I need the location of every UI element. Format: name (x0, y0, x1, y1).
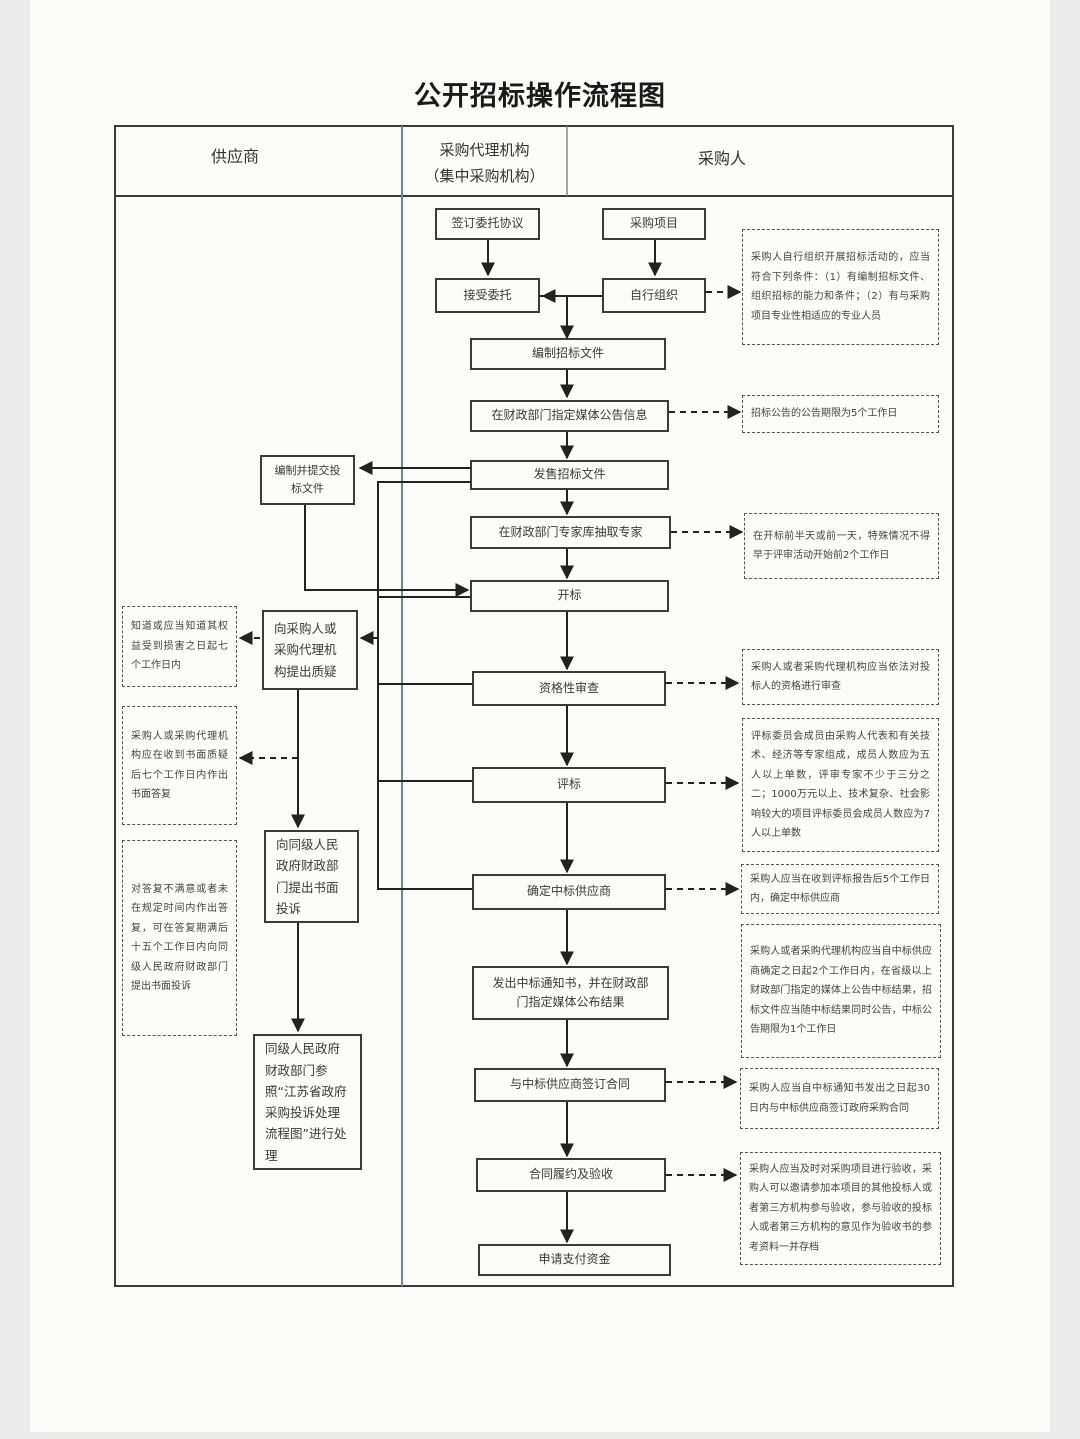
conn-prepare-to-open (304, 505, 470, 597)
step-sign-agreement: 签订委托协议 (435, 208, 540, 240)
note-confirm: 采购人应当在收到评标报告后5个工作日内，确定中标供应商 (741, 864, 939, 914)
step-evaluate: 评标 (472, 767, 666, 803)
step-handling: 同级人民政府财政部门参照“江苏省政府采购投诉处理流程图”进行处理 (253, 1034, 362, 1170)
note-announce: 采购人或者采购代理机构应当自中标供应商确定之日起2个工作日内，在省级以上财政部门… (741, 924, 941, 1058)
lane-header-purchaser: 采购人 (697, 149, 746, 168)
step-prepare-bid: 编制并提交投标文件 (260, 455, 355, 505)
step-draw-experts: 在财政部门专家库抽取专家 (470, 516, 671, 549)
outer-frame (114, 125, 954, 1287)
step-sign-contract: 与中标供应商签订合同 (474, 1068, 666, 1102)
note-contract: 采购人应当自中标通知书发出之日起30日内与中标供应商签订政府采购合同 (740, 1068, 939, 1129)
note-reply-deadline: 采购人或采购代理机构应在收到书面质疑后七个工作日内作出书面答复 (122, 706, 237, 825)
step-procurement-project: 采购项目 (602, 208, 706, 240)
note-expert-draw: 在开标前半天或前一天，特殊情况不得早于评审活动开始前2个工作日 (744, 513, 939, 579)
step-confirm-winner: 确定中标供应商 (472, 874, 666, 910)
diagram-title: 公开招标操作流程图 (414, 81, 666, 112)
step-perform-accept: 合同履约及验收 (476, 1158, 666, 1192)
note-query-deadline: 知道或应当知道其权益受到损害之日起七个工作日内 (122, 606, 237, 687)
step-apply-payment: 申请支付资金 (478, 1244, 671, 1276)
conn-bus-sell (377, 481, 472, 890)
step-sell-docs: 发售招标文件 (470, 460, 669, 490)
step-self-organize: 自行组织 (602, 278, 706, 313)
note-complaint-deadline: 对答复不满意或者未在规定时间内作出答复，可在答复期满后十五个工作日内向同级人民政… (122, 840, 237, 1036)
step-publish-notice: 在财政部门指定媒体公告信息 (470, 400, 669, 432)
step-accept-entrust: 接受委托 (435, 278, 540, 313)
lane-header-supplier: 供应商 (210, 147, 259, 166)
step-query: 向采购人或采购代理机构提出质疑 (262, 610, 358, 690)
step-open-bids: 开标 (470, 580, 669, 612)
note-acceptance: 采购人应当及时对采购项目进行验收，采购人可以邀请参加本项目的其他投标人或者第三方… (740, 1152, 941, 1265)
note-notice-period: 招标公告的公告期限为5个工作日 (742, 395, 939, 433)
note-qualification: 采购人或者采购代理机构应当依法对投标人的资格进行审查 (742, 649, 939, 705)
conn-accept-to-compile (540, 295, 574, 340)
step-qualification-review: 资格性审查 (472, 671, 666, 706)
note-self-organize: 采购人自行组织开展招标活动的，应当符合下列条件：（1）有编制招标文件、组织招标的… (742, 229, 939, 345)
step-issue-notice: 发出中标通知书，并在财政部门指定媒体公布结果 (472, 966, 669, 1020)
step-complaint: 向同级人民政府财政部门提出书面投诉 (264, 830, 359, 923)
lane-header-agency: 采购代理机构 （集中采购机构） (424, 141, 545, 185)
step-compile-docs: 编制招标文件 (470, 338, 666, 370)
note-committee: 评标委员会成员由采购人代表和有关技术、经济等专家组成，成员人数应为五人以上单数，… (742, 718, 939, 852)
